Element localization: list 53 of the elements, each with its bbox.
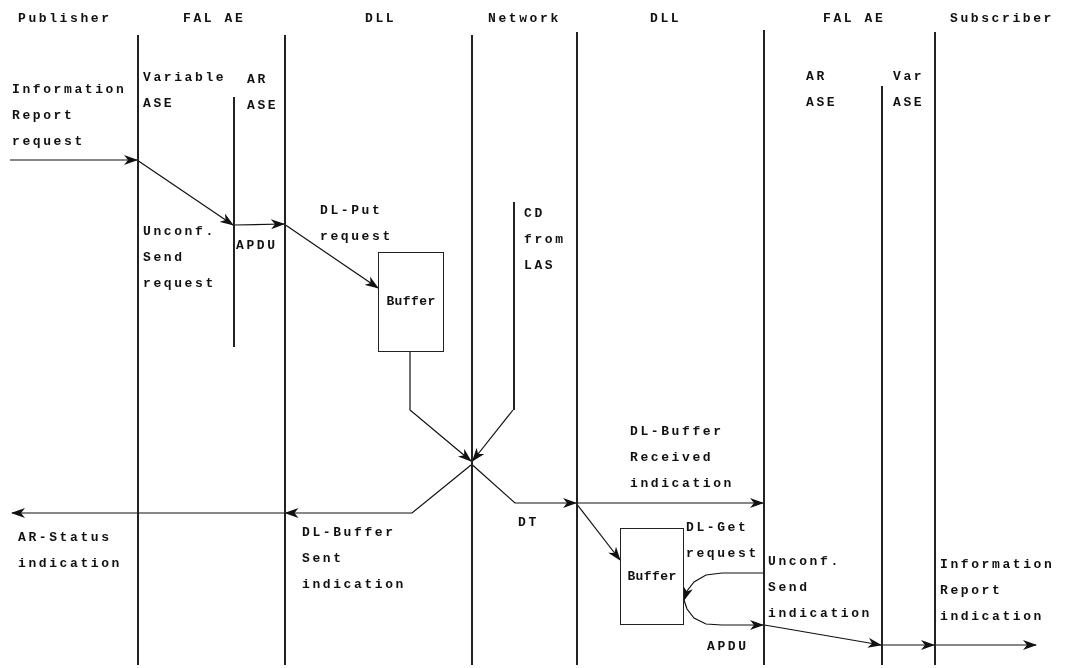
- edge-label: Information Report indication: [940, 556, 1056, 626]
- arrow: [409, 351, 472, 462]
- column-heading: FAL AE: [183, 10, 246, 28]
- lifeline: [763, 30, 765, 665]
- box-label: Buffer: [627, 568, 677, 585]
- column-heading: Publisher: [18, 10, 112, 28]
- edge-label: AR-Status indication: [18, 529, 123, 573]
- lane-label: AR ASE: [247, 71, 280, 115]
- arrow: [284, 224, 379, 289]
- arrow: [683, 572, 764, 601]
- column-heading: DLL: [650, 10, 682, 28]
- lifeline: [576, 32, 578, 665]
- edge-label: DT: [518, 514, 540, 532]
- arrow: [471, 464, 577, 508]
- arrow: [471, 409, 514, 462]
- arrow: [233, 219, 285, 230]
- lifeline: [934, 32, 936, 665]
- edge-label: Unconf. Send indication: [768, 553, 873, 623]
- lane-label: Var ASE: [893, 68, 926, 112]
- buffer-box: [620, 528, 684, 625]
- arrow: [934, 640, 1037, 650]
- box-label: Buffer: [386, 294, 436, 310]
- arrow: [9, 155, 138, 165]
- lane-label: AR ASE: [806, 68, 839, 112]
- buffer-box: [378, 252, 444, 352]
- lifeline: [881, 86, 883, 665]
- column-heading: FAL AE: [823, 10, 886, 28]
- arrow: [881, 640, 935, 650]
- arrow: [576, 504, 621, 561]
- edge-label: DL-Get request: [686, 519, 760, 563]
- lifeline: [137, 35, 139, 665]
- lifeline: [233, 97, 235, 347]
- lifeline: [471, 35, 473, 665]
- edge-label: DL-Buffer Sent indication: [302, 524, 407, 594]
- arrow: [137, 160, 234, 226]
- column-heading: Subscriber: [950, 10, 1054, 28]
- lifeline: [513, 202, 515, 410]
- arrow: [763, 624, 882, 648]
- edge-label: APDU: [236, 237, 279, 255]
- edge-label: APDU: [707, 638, 750, 656]
- arrow: [11, 508, 285, 518]
- arrow: [576, 498, 764, 508]
- edge-label: DL-Buffer Received indication: [630, 423, 735, 493]
- lane-label: Variable ASE: [143, 69, 228, 113]
- edge-label: Information Report request: [12, 81, 128, 151]
- column-heading: Network: [488, 10, 561, 28]
- lane-label: CD from LAS: [524, 205, 567, 275]
- arrow: [284, 464, 472, 518]
- arrow: [683, 599, 764, 630]
- edge-label: Unconf. Send request: [143, 223, 217, 293]
- column-heading: DLL: [365, 10, 397, 28]
- edge-label: DL-Put request: [320, 202, 394, 246]
- lifeline: [284, 35, 286, 665]
